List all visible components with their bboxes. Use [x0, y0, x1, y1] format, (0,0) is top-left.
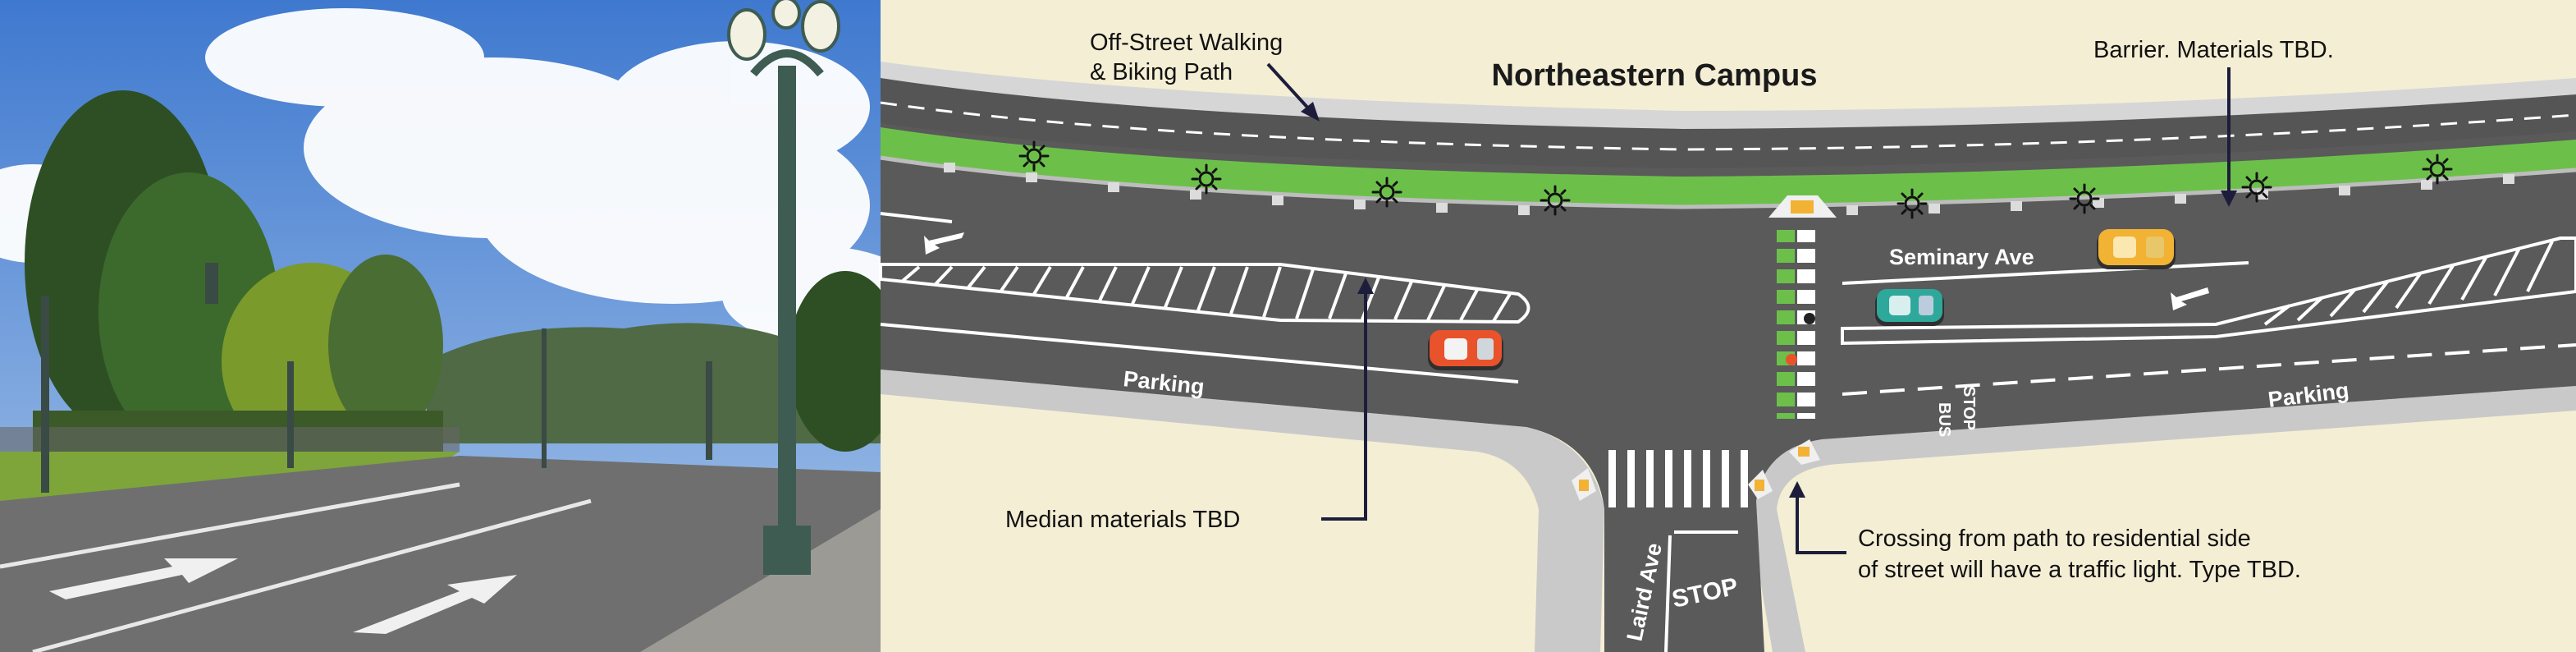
annotation-path-line1: Off-Street Walking [1090, 30, 1283, 56]
main-roadway [881, 82, 2576, 652]
green-bike-lane [881, 127, 2576, 205]
street-photo [0, 0, 919, 652]
turn-arrow-icon [924, 232, 964, 255]
lane-lines [0, 482, 592, 652]
bus-stop-marking-bus: BUS [1935, 402, 1953, 437]
crossing-signal [1768, 195, 1837, 218]
annotation-crossing-line2: of street will have a traffic light. Typ… [1858, 557, 2301, 583]
barrier-posts [944, 163, 2514, 215]
traffic-poles [41, 263, 712, 493]
annotation-barrier: Barrier. Materials TBD. [2093, 37, 2334, 63]
annotation-crossing-line1: Crossing from path to residential side [1858, 526, 2251, 552]
path-crossing [1777, 230, 1815, 419]
road-arrow-icon [49, 558, 238, 599]
sidewalk [640, 509, 881, 652]
lane-lines [880, 212, 2576, 396]
callout-lines [1266, 62, 2231, 554]
side-crosswalk [1608, 450, 1748, 507]
sidewalk-bottom-right [1748, 386, 2576, 652]
street-label-seminary: Seminary Ave [1889, 245, 2034, 269]
path-dashed-line [880, 101, 2576, 151]
side-center-line [1664, 535, 1672, 652]
car-icon [2097, 229, 2176, 269]
sidewalk-top [881, 62, 2576, 133]
callout-arrowheads [1301, 102, 2237, 498]
annotation-median: Median materials TBD [1005, 507, 1240, 533]
road-arrow-icon [353, 575, 517, 634]
right-median [1841, 236, 2576, 346]
fence [0, 427, 460, 452]
car-icon [1428, 330, 1503, 370]
walking-biking-path [881, 78, 2576, 168]
diagram-title: Northeastern Campus [1492, 58, 1818, 93]
turn-arrow-icon [2171, 287, 2209, 310]
barrier-line [880, 155, 2576, 209]
annotation-path-line2: & Biking Path [1090, 59, 1233, 85]
bus-stop-marking-stop: STOP [1960, 386, 1978, 430]
streetlamp-icon [727, 0, 840, 575]
corner-signal [1572, 439, 1820, 501]
intersection-diagram [879, 0, 2576, 652]
sidewalk-bottom-left [881, 370, 1604, 652]
car-icon [1875, 289, 1944, 326]
pedestrian-icon [1804, 313, 1815, 324]
hills [427, 323, 881, 443]
cyclist-icon [1786, 354, 1797, 365]
